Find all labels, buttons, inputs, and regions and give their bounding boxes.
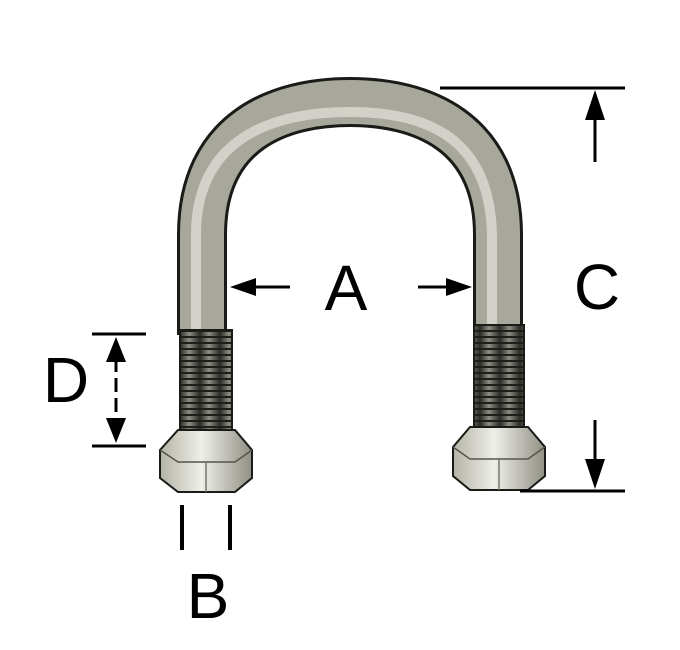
right-nut [452, 426, 546, 491]
dimension-c-top-arrowhead [585, 90, 605, 120]
dimension-b-label: B [187, 560, 230, 632]
dimension-a-label: A [325, 252, 368, 324]
dimension-a-left-arrowhead [230, 278, 256, 296]
dimension-d: D [43, 332, 146, 448]
u-bolt [159, 76, 546, 493]
dimension-c-bottom-arrowhead [585, 459, 605, 489]
dimension-d-label: D [43, 344, 89, 416]
dimension-d-bottom-arrowhead [106, 418, 126, 443]
dimension-c: C [440, 86, 625, 493]
u-bolt-rod-highlight [191, 106, 497, 330]
dimension-a: A [230, 252, 472, 324]
left-nut [159, 429, 253, 493]
dimension-a-right-arrowhead [446, 278, 472, 296]
dimension-c-label: C [574, 251, 620, 323]
dimension-d-top-arrowhead [106, 337, 126, 362]
dimension-b: B [180, 505, 232, 632]
